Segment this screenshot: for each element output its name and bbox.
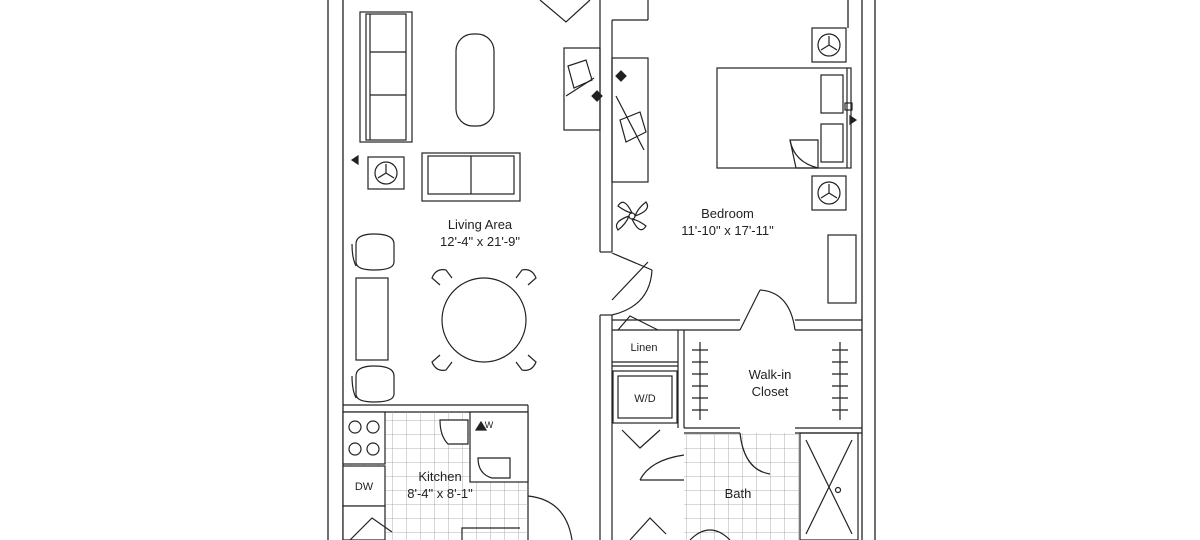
- coffee-table: [455, 33, 495, 127]
- washer-dryer: [612, 370, 678, 424]
- shower: [799, 432, 859, 540]
- bedroom-chest: [827, 234, 857, 304]
- hall-door-swing: [611, 261, 659, 331]
- kitchen-counter: [342, 505, 386, 540]
- washer-dryer-label: W/D: [634, 393, 656, 405]
- bedroom-size: 11'-10" x 17'-11": [681, 223, 774, 238]
- armchair: [351, 365, 395, 403]
- thermostat-marker: [350, 154, 359, 166]
- water-heater-label: W: [484, 420, 494, 430]
- bed: [716, 67, 852, 169]
- dishwasher-label: DW: [354, 481, 374, 493]
- kitchen-lower-fixtures: [349, 517, 520, 540]
- console-table: [355, 277, 389, 361]
- stove: [342, 411, 386, 465]
- bedroom-hvac-unit-top: [811, 27, 847, 63]
- living-area-size: 12'-4" x 21'-9": [440, 234, 520, 249]
- nightstand: [844, 102, 853, 111]
- bedroom-hvac-unit-bottom: [811, 175, 847, 211]
- door-swing: [539, 0, 591, 23]
- entry-door-arc: [527, 495, 573, 540]
- sofa: [359, 11, 413, 143]
- bath-door: [639, 432, 771, 481]
- bedroom-name: Bedroom: [701, 206, 754, 221]
- bath-label: Bath: [724, 486, 752, 501]
- desk: [563, 47, 603, 131]
- living-hvac-unit: [367, 156, 405, 190]
- linen-label: Linen: [630, 342, 658, 354]
- dresser: [611, 57, 649, 183]
- closet-label-line1: Walk-in: [748, 367, 792, 382]
- outlet-marker: [849, 114, 858, 126]
- water-heater-marker: [474, 420, 488, 431]
- closet-rod-right: [832, 342, 848, 420]
- living-area-name: Living Area: [447, 217, 513, 232]
- closet-label-line2: Closet: [751, 384, 789, 399]
- bath-tile-floor: [684, 433, 799, 540]
- laundry-door-swing: [621, 429, 661, 449]
- armchair: [351, 233, 395, 271]
- kitchen-name: Kitchen: [418, 469, 462, 484]
- sink-arc: [689, 529, 731, 540]
- kitchen-size: 8'-4" x 8'-1": [407, 486, 473, 501]
- kitchen-island: [439, 411, 529, 483]
- dining-table: [431, 269, 537, 371]
- closet-rod-left: [692, 342, 708, 420]
- bath-lower-door: [629, 517, 667, 540]
- loveseat: [421, 152, 521, 202]
- plant-icon: [615, 201, 649, 231]
- bedroom-door: [611, 252, 653, 316]
- closet-door: [739, 289, 796, 331]
